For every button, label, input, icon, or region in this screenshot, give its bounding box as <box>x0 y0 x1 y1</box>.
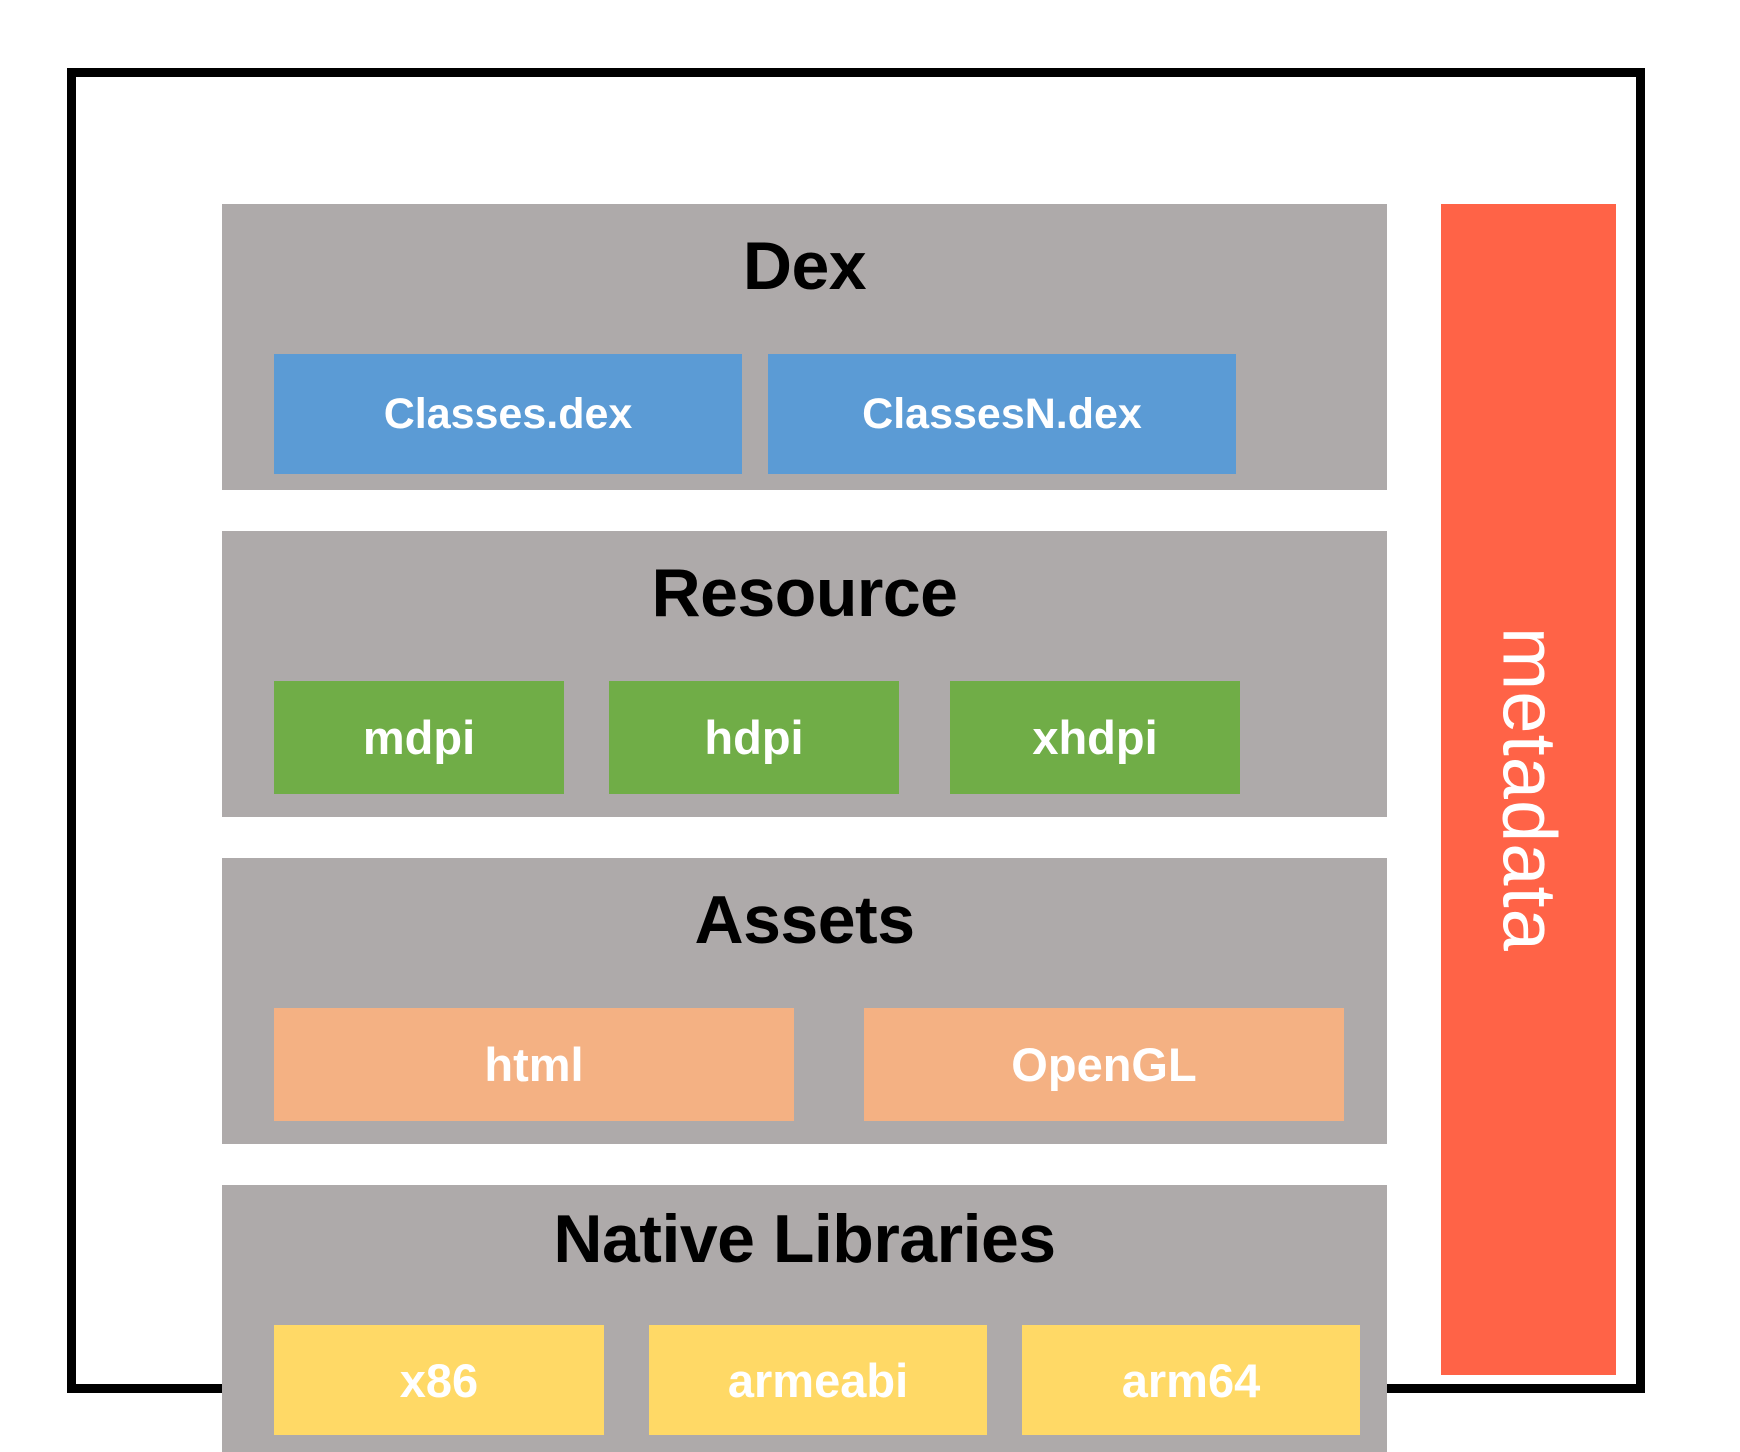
apk-sections-column: Dex Classes.dex ClassesN.dex Resource md… <box>222 204 1387 1452</box>
section-resource-title: Resource <box>651 555 958 631</box>
section-resource-chips: mdpi hdpi xhdpi <box>222 681 1387 794</box>
section-assets-title: Assets <box>694 882 915 958</box>
chip-hdpi[interactable]: hdpi <box>609 681 899 794</box>
section-assets-chips: html OpenGL <box>222 1008 1387 1121</box>
section-native-libraries-chips: x86 armeabi arm64 <box>222 1325 1387 1435</box>
section-native-libraries[interactable]: Native Libraries x86 armeabi arm64 <box>222 1185 1387 1452</box>
chip-xhdpi[interactable]: xhdpi <box>950 681 1240 794</box>
section-dex-title: Dex <box>742 228 867 304</box>
chip-html[interactable]: html <box>274 1008 794 1121</box>
section-assets[interactable]: Assets html OpenGL <box>222 858 1387 1144</box>
metadata-bar[interactable]: metadata <box>1441 204 1616 1375</box>
section-resource[interactable]: Resource mdpi hdpi xhdpi <box>222 531 1387 817</box>
section-dex-chips: Classes.dex ClassesN.dex <box>222 354 1387 474</box>
chip-classes-dex[interactable]: Classes.dex <box>274 354 742 474</box>
section-native-libraries-title: Native Libraries <box>553 1201 1056 1277</box>
apk-outer-frame: Dex Classes.dex ClassesN.dex Resource md… <box>67 68 1645 1452</box>
chip-armeabi[interactable]: armeabi <box>649 1325 987 1435</box>
chip-mdpi[interactable]: mdpi <box>274 681 564 794</box>
chip-opengl[interactable]: OpenGL <box>864 1008 1344 1121</box>
chip-x86[interactable]: x86 <box>274 1325 604 1435</box>
section-dex[interactable]: Dex Classes.dex ClassesN.dex <box>222 204 1387 490</box>
chip-classesn-dex[interactable]: ClassesN.dex <box>768 354 1236 474</box>
chip-arm64[interactable]: arm64 <box>1022 1325 1360 1435</box>
metadata-label: metadata <box>1486 627 1572 952</box>
